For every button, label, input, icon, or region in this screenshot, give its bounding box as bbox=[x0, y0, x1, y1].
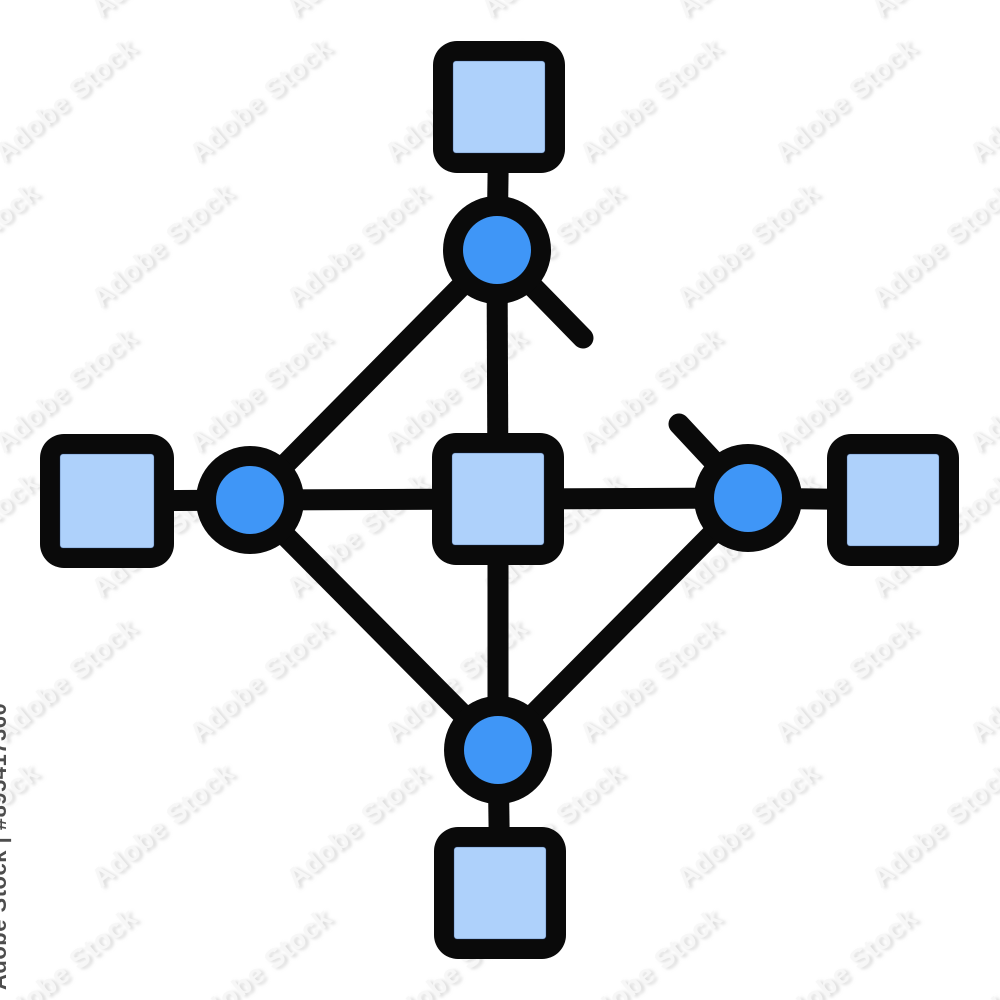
square-top-fill bbox=[452, 60, 546, 154]
square-center-fill bbox=[451, 452, 545, 546]
circle-bottom-fill bbox=[464, 716, 532, 784]
square-bottom-fill bbox=[453, 846, 547, 940]
edge-leftcircle-bottomcircle bbox=[242, 492, 506, 758]
edge-rightcircle-bottomcircle bbox=[490, 490, 756, 758]
circle-left-fill bbox=[216, 466, 284, 534]
circle-right-fill bbox=[714, 464, 782, 532]
edge-topcircle-leftcircle bbox=[242, 242, 505, 508]
circle-top-fill bbox=[463, 216, 531, 284]
stock-attribution: Adobe Stock | #895417360 bbox=[0, 702, 11, 990]
square-left-fill bbox=[59, 453, 155, 549]
square-right-fill bbox=[846, 453, 940, 547]
